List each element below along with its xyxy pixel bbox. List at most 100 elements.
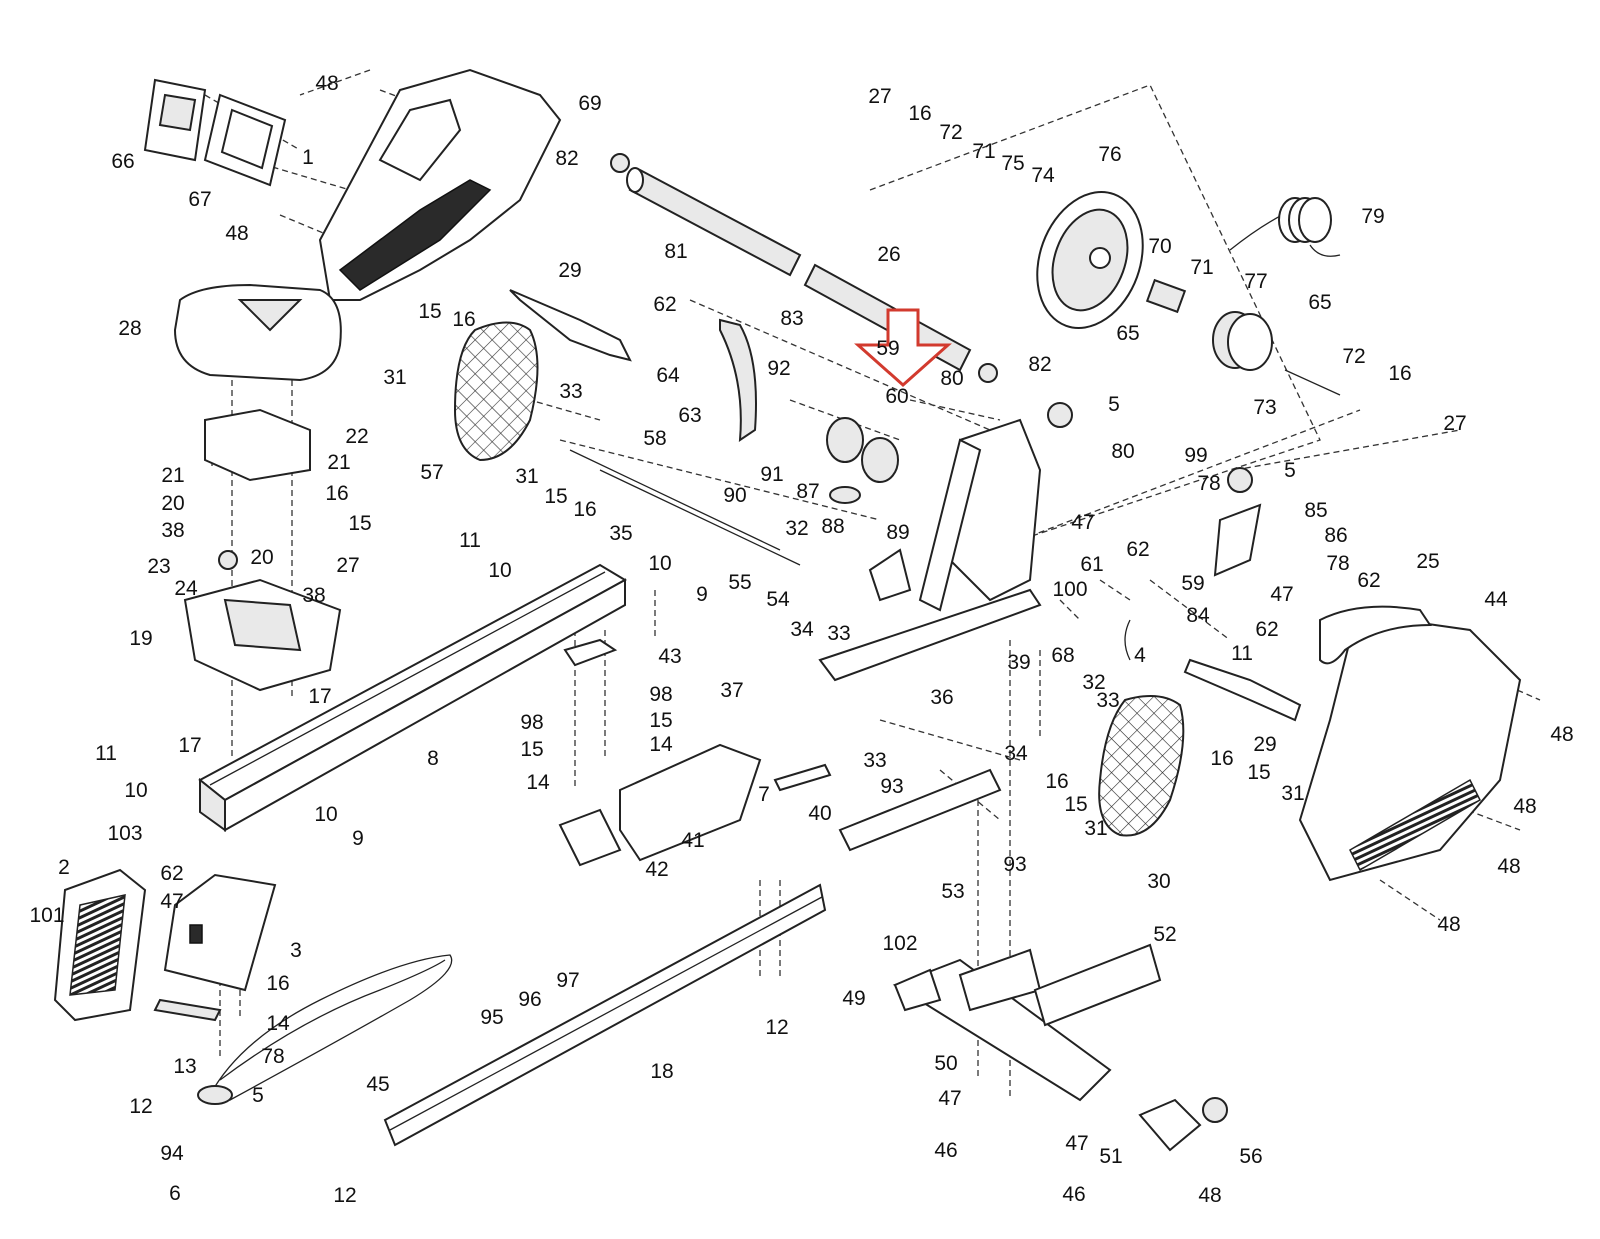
part-label-102: 102 — [882, 932, 917, 955]
part-label-4: 4 — [1134, 644, 1146, 667]
console-bracket-67 — [203, 93, 287, 187]
part-label-94: 94 — [160, 1142, 184, 1165]
part-label-57: 57 — [420, 461, 443, 484]
axle-58 — [599, 469, 801, 566]
part-label-15: 15 — [1247, 761, 1270, 784]
part-label-12: 12 — [765, 1016, 788, 1039]
part-label-70: 70 — [1148, 235, 1171, 258]
part-label-48: 48 — [225, 222, 248, 245]
part-label-47: 47 — [1065, 1132, 1088, 1155]
part-label-50: 50 — [934, 1052, 957, 1075]
part-label-15: 15 — [520, 738, 543, 761]
part-label-82: 82 — [1028, 353, 1051, 376]
console-66 — [143, 78, 207, 162]
part-label-48: 48 — [1198, 1184, 1221, 1207]
part-label-39: 39 — [1007, 651, 1030, 674]
bracket-13 — [153, 998, 222, 1022]
part-label-80: 80 — [940, 367, 963, 390]
cap-82-left — [610, 153, 630, 173]
part-label-27: 27 — [868, 85, 891, 108]
part-label-89: 89 — [886, 521, 909, 544]
part-label-30: 30 — [1147, 870, 1170, 893]
part-label-90: 90 — [723, 484, 746, 507]
part-label-46: 46 — [1062, 1183, 1085, 1206]
rail-8 — [198, 563, 628, 832]
part-label-33: 33 — [559, 380, 582, 403]
part-label-16: 16 — [1210, 747, 1233, 770]
part-label-80: 80 — [1111, 440, 1134, 463]
part-label-5: 5 — [1284, 459, 1296, 482]
seat-28 — [173, 283, 342, 382]
seat-bracket-22 — [204, 408, 311, 482]
part-label-99: 99 — [1184, 444, 1207, 467]
part-label-16: 16 — [1045, 770, 1068, 793]
console-shroud-69 — [318, 68, 562, 301]
cover-25 — [1319, 605, 1432, 665]
part-label-17: 17 — [308, 685, 331, 708]
part-label-63: 63 — [678, 404, 701, 427]
flywheel-76 — [1036, 191, 1144, 329]
part-label-68: 68 — [1051, 644, 1074, 667]
part-label-14: 14 — [266, 1012, 290, 1035]
part-label-28: 28 — [118, 317, 141, 340]
part-label-95: 95 — [480, 1006, 503, 1029]
wheel-56 — [1202, 1097, 1228, 1123]
part-label-103: 103 — [107, 822, 142, 845]
rail-18 — [383, 883, 827, 1147]
part-label-59: 59 — [876, 337, 899, 360]
part-label-27: 27 — [1443, 412, 1466, 435]
part-label-41: 41 — [681, 829, 704, 852]
part-label-98: 98 — [649, 683, 672, 706]
part-label-7: 7 — [758, 783, 770, 806]
part-label-48: 48 — [315, 72, 338, 95]
part-label-16: 16 — [908, 102, 931, 125]
part-label-32: 32 — [785, 517, 808, 540]
part-label-10: 10 — [124, 779, 147, 802]
part-label-13: 13 — [173, 1055, 196, 1078]
part-label-31: 31 — [1084, 817, 1107, 840]
part-label-77: 77 — [1244, 270, 1267, 293]
part-label-98: 98 — [520, 711, 543, 734]
part-label-24: 24 — [174, 577, 198, 600]
part-label-34: 34 — [1004, 742, 1028, 765]
part-label-42: 42 — [645, 858, 668, 881]
part-label-22: 22 — [345, 425, 368, 448]
part-label-52: 52 — [1153, 923, 1176, 946]
part-label-12: 12 — [333, 1184, 356, 1207]
part-label-26: 26 — [877, 243, 900, 266]
part-label-43: 43 — [658, 645, 681, 668]
rear-stabilizer-50 — [892, 943, 1162, 1102]
part-label-83: 83 — [780, 307, 803, 330]
part-label-34: 34 — [790, 618, 814, 641]
cap-42 — [558, 808, 622, 867]
part-label-100: 100 — [1052, 578, 1087, 601]
part-label-14: 14 — [649, 733, 673, 756]
part-label-96: 96 — [518, 988, 541, 1011]
part-label-54: 54 — [766, 588, 790, 611]
idler-arm-64 — [719, 318, 757, 442]
clamp-4 — [1124, 619, 1131, 661]
part-label-64: 64 — [656, 364, 680, 387]
part-label-72: 72 — [939, 121, 962, 144]
part-label-23: 23 — [147, 555, 170, 578]
part-label-56: 56 — [1239, 1145, 1262, 1168]
part-label-6: 6 — [169, 1182, 181, 1205]
part-label-48: 48 — [1513, 795, 1536, 818]
part-label-3: 3 — [290, 939, 302, 962]
part-label-46: 46 — [934, 1139, 957, 1162]
part-label-79: 79 — [1361, 205, 1384, 228]
part-label-48: 48 — [1550, 723, 1573, 746]
belt-45 — [209, 954, 453, 1101]
part-label-82: 82 — [555, 147, 578, 170]
part-label-75: 75 — [1001, 152, 1024, 175]
part-label-1: 1 — [302, 146, 314, 169]
part-label-73: 73 — [1253, 396, 1276, 419]
part-label-76: 76 — [1098, 143, 1121, 166]
part-label-62: 62 — [1255, 618, 1278, 641]
part-label-88: 88 — [821, 515, 844, 538]
sleeve-70 — [1145, 278, 1187, 314]
part-label-92: 92 — [767, 357, 790, 380]
part-label-62: 62 — [653, 293, 676, 316]
part-label-15: 15 — [649, 709, 672, 732]
